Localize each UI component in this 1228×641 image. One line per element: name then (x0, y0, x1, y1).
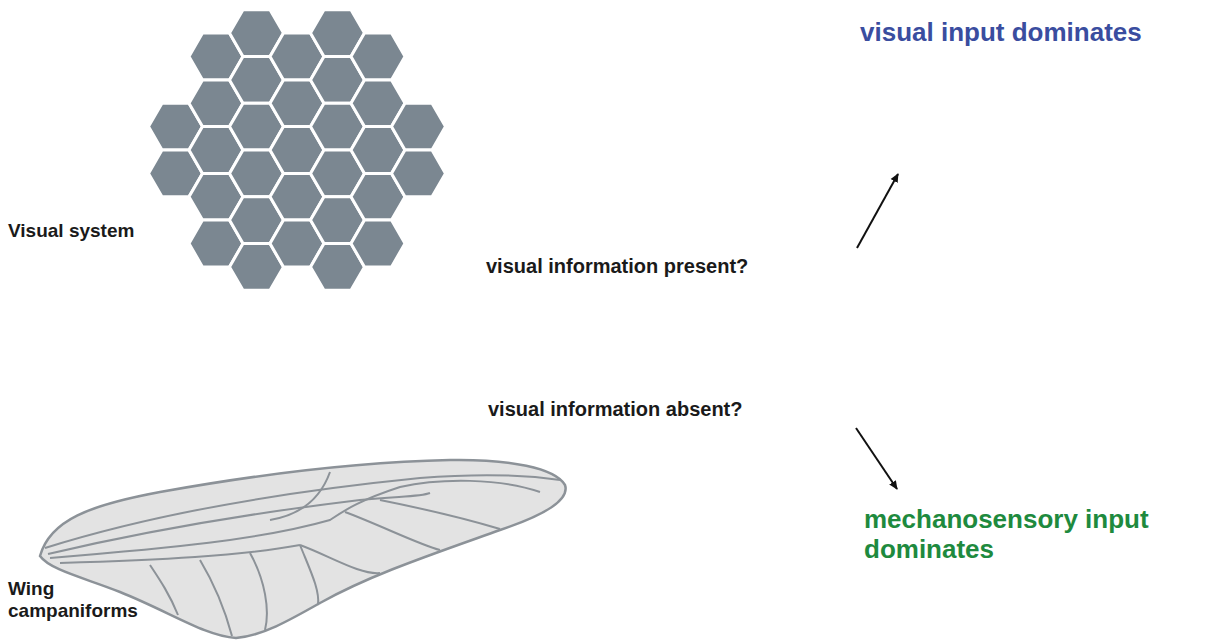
ommatidium (351, 33, 405, 80)
outcome-label: mechanosensory input dominates (864, 505, 1194, 565)
ommatidium (392, 150, 446, 197)
question-label: visual information present? (486, 255, 866, 278)
leader-arrow (856, 428, 897, 489)
outcome-label: visual input dominates (860, 18, 1220, 48)
ommatidium (392, 103, 446, 150)
ommatidium (351, 220, 405, 267)
compound-eye (149, 10, 446, 291)
part-label: Wing campaniforms (8, 578, 148, 622)
leader-arrow (857, 174, 898, 248)
question-label: visual information absent? (488, 398, 868, 421)
part-label: Visual system (8, 220, 208, 242)
